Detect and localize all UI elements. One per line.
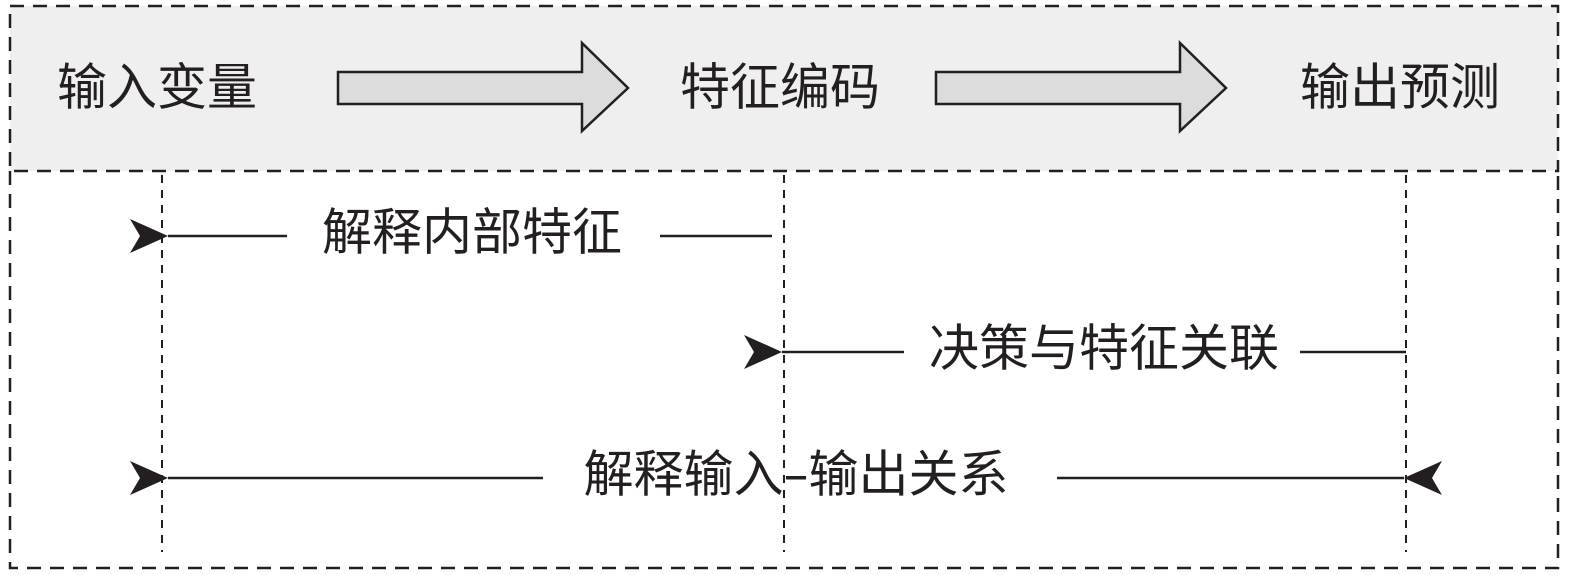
flow-arrow-2 [934, 40, 1228, 134]
io-relation-label: 解释输入–输出关系 [584, 446, 1009, 504]
stage-input-variables: 输入变量 [57, 59, 257, 117]
flow-arrow-1 [336, 40, 630, 134]
internal-features-label: 解释内部特征 [322, 204, 622, 262]
decision-link-label: 决策与特征关联 [929, 320, 1279, 378]
stage-output-prediction: 输出预测 [1300, 59, 1500, 117]
stage-feature-encoding: 特征编码 [680, 59, 880, 117]
explanation-frame [8, 171, 1560, 570]
pipeline-band [8, 4, 1560, 173]
